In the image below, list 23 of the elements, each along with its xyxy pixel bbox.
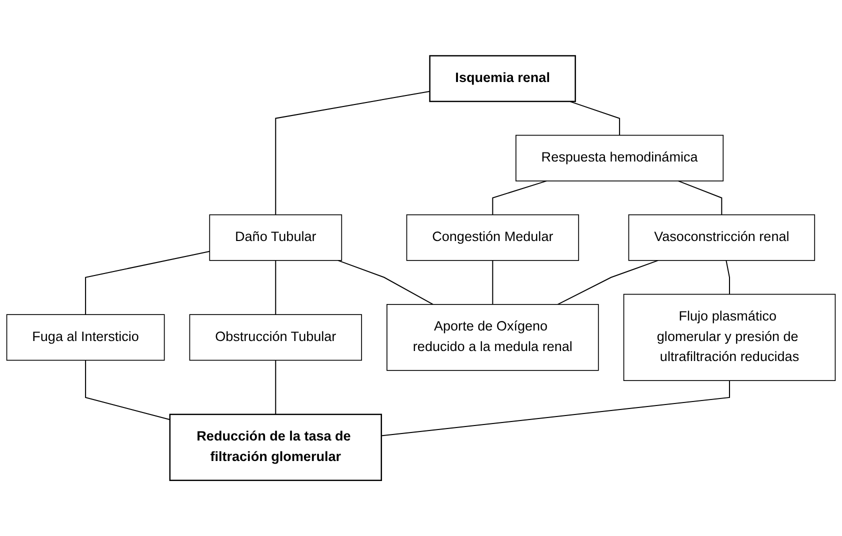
node-box: Daño Tubular [209,214,342,261]
connector [275,260,276,315]
connector [338,260,434,305]
connector [570,100,620,136]
node-box: Fuga al Intersticio [6,314,165,361]
connector [492,260,494,304]
connector [275,90,430,215]
node-box: Isquemia renal [429,55,576,102]
connector [381,380,730,436]
connector [492,180,547,215]
connector [557,260,658,305]
connector [85,250,210,315]
connector [275,360,276,414]
node-box: Congestión Medular [406,214,580,261]
connector [85,360,170,420]
node-box: Reducción de la tasa de filtración glomerular [169,414,382,481]
node-box: Obstrucción Tubular [189,314,362,361]
node-box: Flujo plasmático glomerular y presión de ultrafiltración reducidas [623,294,836,381]
node-box: Respuesta hemodinámica [516,134,724,182]
connector [678,180,722,215]
node-box: Aporte de Oxígeno reducido a la medula renal [386,304,599,371]
connector [726,260,730,294]
node-box: Vasoconstricción renal [628,214,816,261]
